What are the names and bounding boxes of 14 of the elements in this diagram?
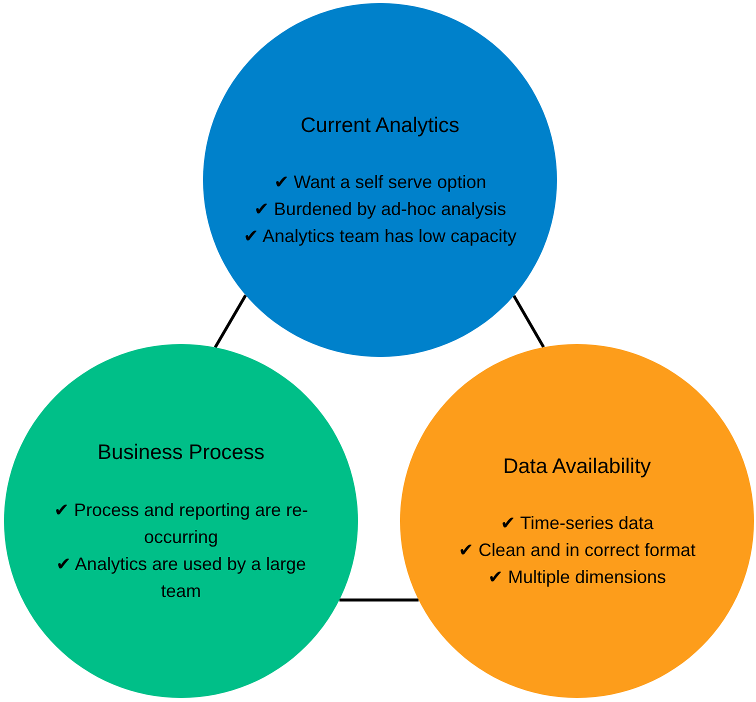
check-item: ✔ Process and reporting are re-occurring <box>52 498 310 549</box>
connector-line <box>512 295 545 348</box>
connector-line <box>214 294 247 348</box>
check-item: ✔ Analytics team has low capacity <box>243 225 517 248</box>
check-item: ✔ Analytics are used by a large team <box>54 552 308 603</box>
circle-heading: Data Availability <box>503 454 651 480</box>
connector-line <box>339 598 419 602</box>
check-item: ✔ Burdened by ad-hoc analysis <box>254 198 506 222</box>
circle-heading: Current Analytics <box>300 112 460 139</box>
check-item: ✔ Multiple dimensions <box>488 566 666 590</box>
check-item: ✔ Clean and in correct format <box>458 539 696 562</box>
check-item: ✔ Want a self serve option <box>274 171 486 194</box>
circle-heading: Business Process <box>98 440 264 466</box>
check-item: ✔ Time-series data <box>500 512 654 536</box>
